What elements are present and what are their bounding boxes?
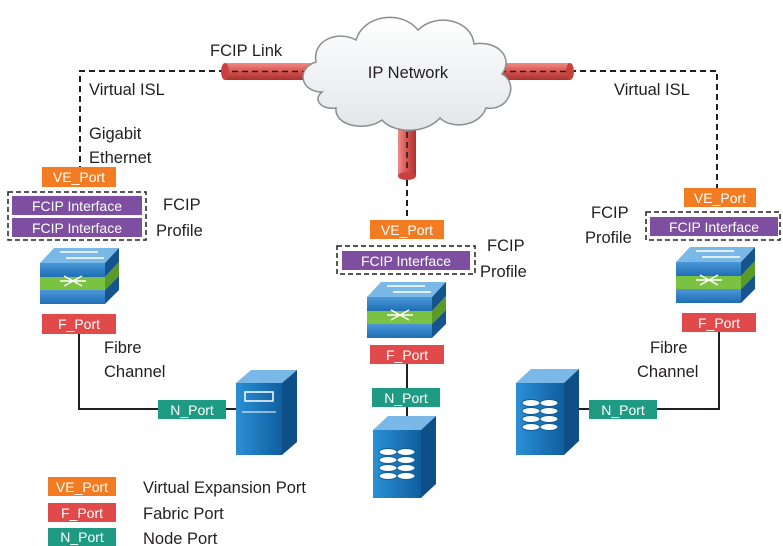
right-f-port-label: F_Port (698, 315, 740, 331)
legend: VE_Port Virtual Expansion Port F_Port Fa… (48, 477, 306, 546)
center-fcip-profile-box (336, 245, 476, 275)
tunnel-right (496, 63, 574, 80)
right-virtual-isl-label: Virtual ISL (614, 81, 690, 99)
ip-network-cloud: IP Network (302, 16, 512, 131)
left-profile-label-2: Profile (156, 222, 203, 240)
right-fcip-profile-box (645, 211, 781, 241)
right-fc-label-1: Fibre (650, 339, 688, 357)
right-fc-label-2: Channel (637, 363, 698, 381)
right-ve-port-label: VE_Port (694, 190, 746, 206)
center-n-port-badge (372, 388, 440, 407)
left-virtual-isl-line (79, 70, 225, 168)
legend-f-port-tag: F_Port (61, 505, 103, 521)
right-profile-label-2: Profile (585, 229, 632, 247)
left-ve-port-badge (42, 167, 116, 187)
right-storage-array-icon (516, 369, 579, 455)
left-virtual-isl-label: Virtual ISL (89, 81, 165, 99)
left-site: Virtual ISL Gigabit Ethernet VE_Port FCI… (7, 81, 297, 455)
center-ve-port-badge (370, 220, 444, 239)
center-fc-switch-icon (367, 282, 446, 338)
tunnel-center (398, 120, 416, 180)
legend-n-port-tag: N_Port (60, 529, 104, 545)
left-media-label-1: Gigabit (89, 125, 142, 143)
tunnel-left (221, 63, 317, 80)
left-fc-line (78, 334, 158, 410)
center-profile-label-1: FCIP (487, 237, 525, 255)
legend-ve-port-tag: VE_Port (56, 479, 108, 495)
left-ve-port-label: VE_Port (53, 169, 105, 185)
center-f-port-label: F_Port (386, 347, 428, 363)
right-profile-label-1: FCIP (591, 204, 629, 222)
left-fcip-interface-2-label: FCIP Interface (32, 220, 122, 236)
right-fc-switch-icon (676, 247, 755, 303)
left-media-label-2: Ethernet (89, 149, 152, 167)
legend-n-port-description: Node Port (143, 530, 218, 546)
right-ve-port-badge (684, 188, 756, 207)
left-f-port-label: F_Port (58, 316, 100, 332)
server-icon (236, 370, 297, 455)
right-virtual-isl-line (570, 70, 718, 188)
storage-array-icon (373, 416, 436, 498)
left-n-port-label: N_Port (170, 402, 214, 418)
right-f-port-badge (682, 313, 756, 332)
legend-n-port-swatch (48, 528, 116, 546)
cloud-label: IP Network (368, 64, 449, 82)
legend-ve-port-swatch (48, 477, 116, 496)
right-fc-line (657, 332, 720, 410)
left-fcip-interface-2 (12, 218, 142, 237)
legend-f-port-swatch (48, 503, 116, 522)
right-n-port-label: N_Port (601, 402, 645, 418)
legend-ve-port-description: Virtual Expansion Port (143, 479, 306, 497)
right-n-port-badge (589, 400, 657, 419)
center-f-port-badge (370, 345, 444, 364)
left-fc-switch-icon (40, 248, 119, 304)
left-fcip-interface-1 (12, 196, 142, 215)
right-site: Virtual ISL VE_Port FCIP Interface FCIP … (516, 81, 781, 455)
left-fc-label-2: Channel (104, 363, 165, 381)
legend-f-port-description: Fabric Port (143, 505, 224, 523)
center-ve-port-label: VE_Port (381, 222, 433, 238)
left-fcip-interface-1-label: FCIP Interface (32, 198, 122, 214)
right-fcip-interface (650, 217, 778, 236)
left-fcip-profile-box (7, 191, 147, 241)
center-n-port-label: N_Port (384, 390, 428, 406)
center-fcip-interface-label: FCIP Interface (361, 253, 451, 269)
left-n-port-badge (158, 400, 226, 419)
left-f-port-badge (42, 314, 116, 334)
center-site: VE_Port FCIP Interface FCIP Profile F_Po… (336, 220, 527, 498)
left-fc-label-1: Fibre (104, 339, 142, 357)
right-fcip-interface-label: FCIP Interface (669, 219, 759, 235)
left-profile-label-1: FCIP (163, 196, 201, 214)
center-profile-label-2: Profile (480, 263, 527, 281)
fcip-link-label: FCIP Link (210, 42, 283, 60)
center-fcip-interface (342, 251, 470, 270)
virtual-isl-lines (79, 70, 718, 218)
